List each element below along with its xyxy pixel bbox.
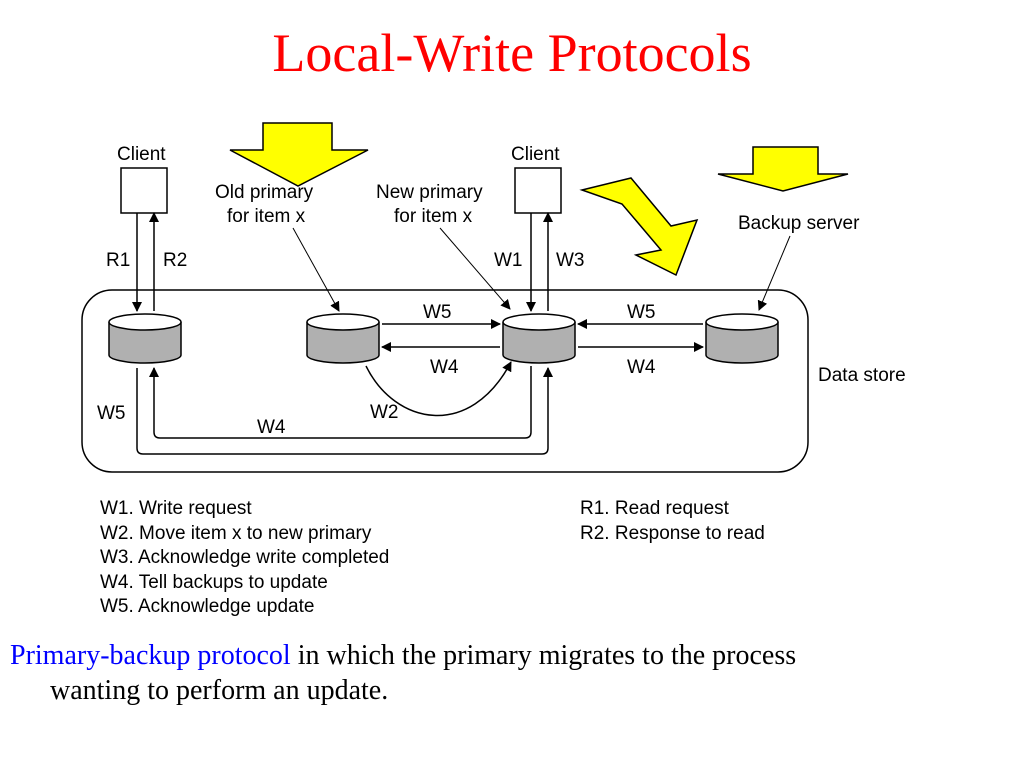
label-w5-left: W5 (97, 403, 126, 424)
label-w4-right: W4 (627, 357, 656, 378)
label-old-primary-1: Old primary (215, 182, 314, 203)
label-new-primary-1: New primary (376, 182, 483, 203)
label-w5-top: W5 (423, 302, 452, 323)
caption-highlight: Primary-backup protocol (10, 640, 291, 671)
callout-arrow-new-primary (579, 177, 699, 277)
label-client-right: Client (511, 144, 560, 165)
label-new-primary-2: for item x (394, 206, 473, 227)
label-r1: R1 (106, 250, 130, 271)
label-r2: R2 (163, 250, 187, 271)
label-client-left: Client (117, 144, 166, 165)
label-w4-mid: W4 (430, 357, 459, 378)
store-client-left (108, 313, 182, 364)
pointer-backup-server (757, 235, 791, 311)
legend-item: W2. Move item x to new primary (100, 522, 372, 544)
client-right-box (514, 167, 562, 214)
label-data-store: Data store (818, 365, 906, 386)
label-w4-bottom: W4 (257, 417, 286, 438)
label-old-primary-2: for item x (227, 206, 306, 227)
client-left-box (120, 167, 168, 214)
label-w2: W2 (370, 402, 399, 423)
arrow-w4-loop (149, 366, 532, 439)
store-old-primary (306, 313, 380, 364)
legend-write-steps: W1. Write request W2. Move item x to new… (100, 497, 389, 620)
pointer-new-primary (439, 227, 511, 310)
store-backup-server (705, 313, 779, 364)
data-store-boundary (81, 289, 809, 473)
pointer-old-primary (292, 227, 340, 312)
caption-line-2: wanting to perform an update. (50, 675, 389, 706)
legend-item: W3. Acknowledge write completed (100, 547, 390, 568)
slide-title: Local-Write Protocols (272, 23, 752, 83)
store-new-primary (502, 313, 576, 364)
slide-caption: Primary-backup protocol in which the pri… (10, 638, 1010, 708)
callout-arrow-backup (717, 146, 849, 192)
legend-item: R2. Response to read (580, 522, 765, 544)
legend-item: W1. Write request (100, 498, 252, 519)
label-w5-right: W5 (627, 302, 656, 323)
label-w1: W1 (494, 250, 523, 271)
legend-item: R1. Read request (580, 498, 729, 519)
legend-read-steps: R1. Read request R2. Response to read (580, 497, 765, 546)
legend-item: W4. Tell backups to update (100, 571, 328, 593)
arrow-w2 (365, 361, 512, 417)
protocol-diagram: Client Client Old primary for item x New… (81, 122, 906, 473)
caption-text: in which the primary migrates to the pro… (290, 640, 797, 671)
label-w3: W3 (556, 250, 585, 271)
label-backup-server: Backup server (738, 213, 860, 234)
callout-arrow-old-primary (229, 122, 369, 187)
legend-item: W5. Acknowledge update (100, 596, 315, 617)
arrow-w5-loop (136, 367, 553, 455)
